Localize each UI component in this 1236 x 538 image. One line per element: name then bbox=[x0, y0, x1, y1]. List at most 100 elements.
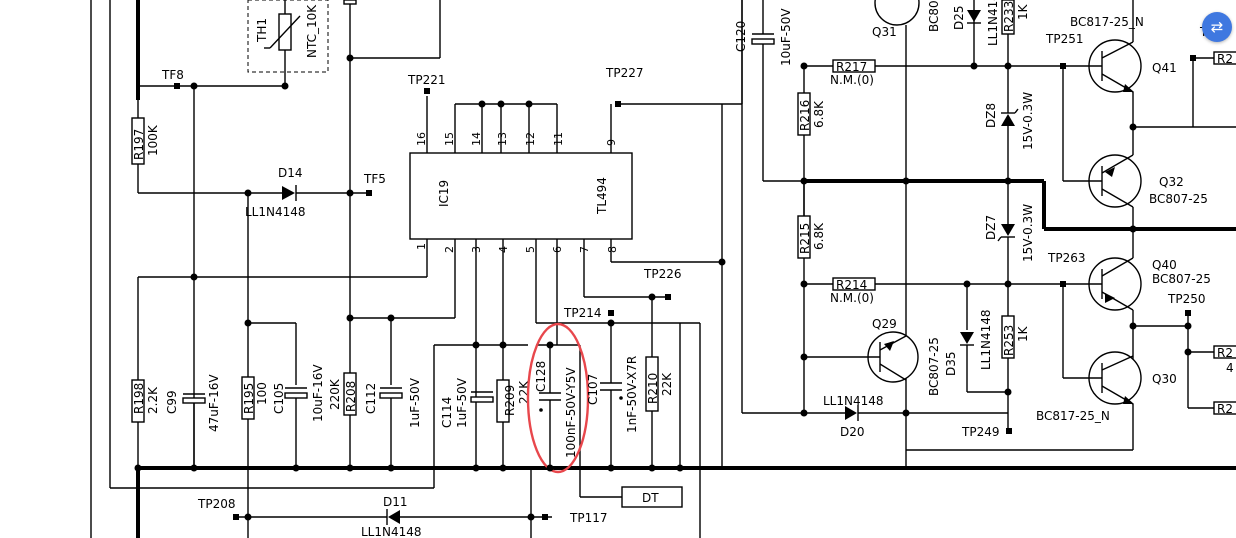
pin-16: 16 bbox=[415, 132, 428, 146]
c114-value: 1uF-50V bbox=[455, 377, 469, 428]
r210-ref: R210 bbox=[646, 373, 660, 404]
d20-value: LL1N4148 bbox=[823, 394, 884, 408]
pin-1: 1 bbox=[415, 243, 428, 250]
translate-icon: ⇄ bbox=[1210, 18, 1224, 36]
d14-ref: D14 bbox=[278, 166, 303, 180]
pin-15: 15 bbox=[443, 132, 456, 146]
q29-value: BC807-25 bbox=[927, 337, 941, 396]
r233-value: 1K bbox=[1016, 3, 1030, 20]
d20-ref: D20 bbox=[840, 425, 865, 439]
r253-ref: R253 bbox=[1002, 325, 1016, 356]
q41-value: BC817-25_N bbox=[1070, 15, 1144, 29]
tp227-label: TP227 bbox=[605, 66, 643, 80]
pin-9: 9 bbox=[605, 139, 618, 146]
q32-value: BC807-25 bbox=[1149, 192, 1208, 206]
c120-ref: C120 bbox=[734, 21, 748, 52]
c128-value: 100nF-50V-Y5V bbox=[564, 367, 578, 458]
r208-ref: R208 bbox=[344, 381, 358, 412]
ic19-body bbox=[409, 152, 633, 240]
dt-net-box bbox=[621, 486, 683, 508]
tf5-label: TF5 bbox=[363, 172, 386, 186]
r215-ref: R215 bbox=[798, 223, 812, 254]
r197-ref: R197 bbox=[132, 129, 146, 160]
c120-value: 10uF-50V bbox=[779, 8, 793, 66]
r209-ref: R209 bbox=[503, 385, 517, 416]
th1-value: NTC_10K bbox=[305, 4, 319, 58]
tp226-label: TP226 bbox=[643, 267, 681, 281]
pin-11: 11 bbox=[552, 132, 565, 146]
dz8-ref: DZ8 bbox=[984, 103, 998, 128]
r215-value: 6.8K bbox=[812, 222, 826, 250]
tp117-label: TP117 bbox=[569, 511, 607, 525]
r214-ref: R214 bbox=[836, 278, 867, 292]
r210-value: 22K bbox=[660, 372, 674, 396]
q40-value: BC807-25 bbox=[1152, 272, 1211, 286]
r216-value: 6.8K bbox=[812, 100, 826, 128]
r2b-value: 4 bbox=[1226, 361, 1234, 375]
r216-ref: R216 bbox=[798, 100, 812, 131]
q30-value: BC817-25_N bbox=[1036, 409, 1110, 423]
d35-ref: D35 bbox=[944, 351, 958, 376]
c107-value: 1nF-50V-X7R bbox=[625, 356, 639, 433]
r233-ref: R233 bbox=[1002, 1, 1016, 32]
q40-ref: Q40 bbox=[1152, 258, 1177, 272]
q41-ref: Q41 bbox=[1152, 61, 1177, 75]
r208-value: 220K bbox=[328, 378, 342, 410]
c107-ref: C107 bbox=[586, 374, 600, 405]
dz7-value: 15V-0.3W bbox=[1021, 204, 1035, 262]
pin-4: 4 bbox=[497, 246, 510, 253]
dz7-ref: DZ7 bbox=[984, 215, 998, 240]
r195-value: 100 bbox=[255, 382, 269, 405]
c128-ref: C128 bbox=[534, 361, 548, 392]
d14-value: LL1N4148 bbox=[245, 205, 306, 219]
c128-highlight-ring bbox=[526, 322, 590, 474]
c112-ref: C112 bbox=[364, 383, 378, 414]
tf8-label: TF8 bbox=[161, 68, 184, 82]
c105-value: 10uF-16V bbox=[311, 364, 325, 422]
r195-ref: R195 bbox=[242, 383, 256, 414]
c112-value: 1uF-50V bbox=[408, 377, 422, 428]
pin-8: 8 bbox=[606, 246, 619, 253]
tp251-label: TP251 bbox=[1045, 32, 1083, 46]
r198-ref: R198 bbox=[132, 383, 146, 414]
tp263-label: TP263 bbox=[1047, 251, 1085, 265]
q29-ref: Q29 bbox=[872, 317, 897, 331]
pin-6: 6 bbox=[551, 246, 564, 253]
c99-value: 47uF-16V bbox=[207, 374, 221, 432]
q32-ref: Q32 bbox=[1159, 175, 1184, 189]
r217-ref: R217 bbox=[836, 60, 867, 74]
th1-ref: TH1 bbox=[255, 18, 269, 43]
q31-value: BC80 bbox=[927, 0, 941, 32]
tp249-label: TP249 bbox=[961, 425, 999, 439]
r2c-ref: R2 bbox=[1217, 402, 1233, 416]
q30-ref: Q30 bbox=[1152, 372, 1177, 386]
c105-ref: C105 bbox=[272, 383, 286, 414]
r2b-ref: R2 bbox=[1217, 346, 1233, 360]
pin-3: 3 bbox=[470, 246, 483, 253]
r197-value: 100K bbox=[146, 124, 160, 156]
r2a-ref: R2 bbox=[1217, 52, 1233, 66]
q31-ref: Q31 bbox=[872, 25, 897, 39]
pin-5: 5 bbox=[524, 246, 537, 253]
ic19-ref: IC19 bbox=[437, 180, 451, 207]
tp208-label: TP208 bbox=[197, 497, 235, 511]
tp221-label: TP221 bbox=[407, 73, 445, 87]
r253-value: 1K bbox=[1016, 325, 1030, 342]
dt-net-label: DT bbox=[642, 491, 659, 505]
ic19-part: TL494 bbox=[595, 177, 609, 215]
d11-value: LL1N4148 bbox=[361, 525, 422, 538]
d35-value: LL1N4148 bbox=[979, 309, 993, 370]
d25-ref: D25 bbox=[952, 5, 966, 30]
tp250-label: TP250 bbox=[1167, 292, 1205, 306]
pin-12: 12 bbox=[524, 132, 537, 146]
pin-7: 7 bbox=[578, 246, 591, 253]
pin-14: 14 bbox=[470, 132, 483, 146]
c114-ref: C114 bbox=[440, 397, 454, 428]
pin-13: 13 bbox=[496, 132, 509, 146]
translate-button[interactable]: ⇄ bbox=[1202, 12, 1232, 42]
tp214-label: TP214 bbox=[563, 306, 601, 320]
dz8-value: 15V-0.3W bbox=[1021, 92, 1035, 150]
d11-ref: D11 bbox=[383, 495, 408, 509]
c99-ref: C99 bbox=[165, 390, 179, 414]
